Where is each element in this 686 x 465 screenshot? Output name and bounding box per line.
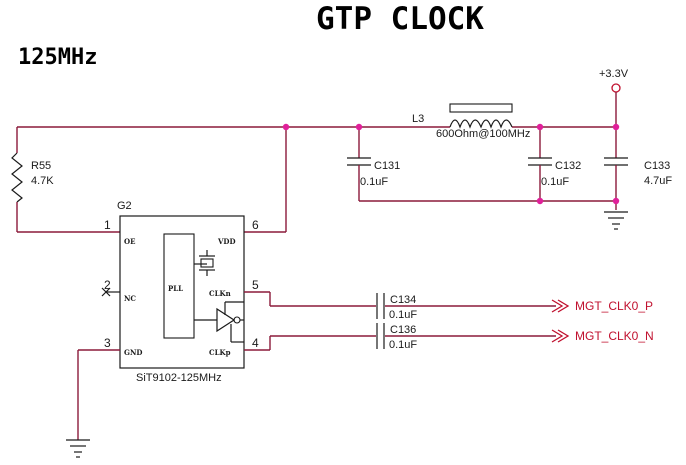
- cap-c133-value: 4.7uF: [644, 175, 672, 187]
- cap-c133-ref: C133: [644, 160, 670, 172]
- ground-icon: [604, 211, 628, 230]
- resistor-value: 4.7K: [31, 175, 54, 187]
- nc-pin: [101, 287, 120, 297]
- ic-ref: G2: [117, 200, 132, 212]
- capacitor-c132: C132 0.1uF: [528, 127, 581, 201]
- net-label-n: MGT_CLK0_N: [575, 329, 654, 343]
- capacitor-c133: C133 4.7uF: [604, 127, 672, 210]
- pin-num-1: 1: [104, 218, 111, 232]
- cap-c134-ref: C134: [390, 294, 416, 306]
- net-label-p: MGT_CLK0_P: [575, 299, 653, 313]
- power-rail: +3.3V: [599, 68, 629, 127]
- gnd-wire: [77, 349, 120, 440]
- crystal-icon: [194, 250, 215, 276]
- cap-c132-value: 0.1uF: [541, 176, 569, 188]
- pll-label: PLL: [168, 284, 183, 293]
- cap-c136-ref: C136: [390, 324, 416, 336]
- diagram-subtitle: 125MHz: [18, 45, 97, 70]
- pin-num-5: 5: [252, 278, 259, 292]
- pin-num-4: 4: [252, 336, 259, 350]
- pin-num-3: 3: [104, 336, 111, 350]
- inductor-l3: L3 600Ohm@100MHz: [412, 103, 530, 140]
- pin-num-6: 6: [252, 218, 259, 232]
- clk-p-path: C134 0.1uF MGT_CLK0_P: [244, 291, 653, 321]
- resistor-r55: R55 4.7K: [11, 127, 54, 232]
- cap-c136-value: 0.1uF: [389, 339, 417, 351]
- cap-c132-ref: C132: [555, 160, 581, 172]
- buffer-icon: [194, 301, 244, 343]
- cap-c131-ref: C131: [374, 160, 400, 172]
- ground-icon-left: [66, 439, 90, 458]
- pin-name-nc: NC: [124, 294, 136, 303]
- cap-c134-value: 0.1uF: [389, 309, 417, 321]
- junction-nodes: [282, 123, 620, 205]
- pin-name-clkp: CLKp: [209, 348, 231, 357]
- capacitor-c131: C131 0.1uF: [347, 127, 400, 201]
- pin-name-vdd: VDD: [217, 237, 236, 246]
- ic-g2: G2 SiT9102-125MHz PLL OE NC: [104, 200, 259, 384]
- pin-name-oe: OE: [124, 237, 135, 246]
- cap-c131-value: 0.1uF: [360, 176, 388, 188]
- resistor-ref: R55: [31, 160, 51, 172]
- ic-part: SiT9102-125MHz: [136, 372, 222, 384]
- pin-name-gnd: GND: [124, 348, 142, 357]
- pin-num-2: 2: [104, 278, 111, 292]
- inductor-ref: L3: [412, 113, 424, 125]
- clk-n-path: C136 0.1uF MGT_CLK0_N: [244, 323, 654, 351]
- inductor-value: 600Ohm@100MHz: [436, 128, 530, 140]
- net-arrow-icon: [551, 299, 570, 313]
- power-label: +3.3V: [599, 68, 629, 80]
- net-arrow-icon: [551, 329, 570, 343]
- pin-name-clkn: CLKn: [209, 289, 231, 298]
- diagram-title: GTP CLOCK: [316, 1, 484, 37]
